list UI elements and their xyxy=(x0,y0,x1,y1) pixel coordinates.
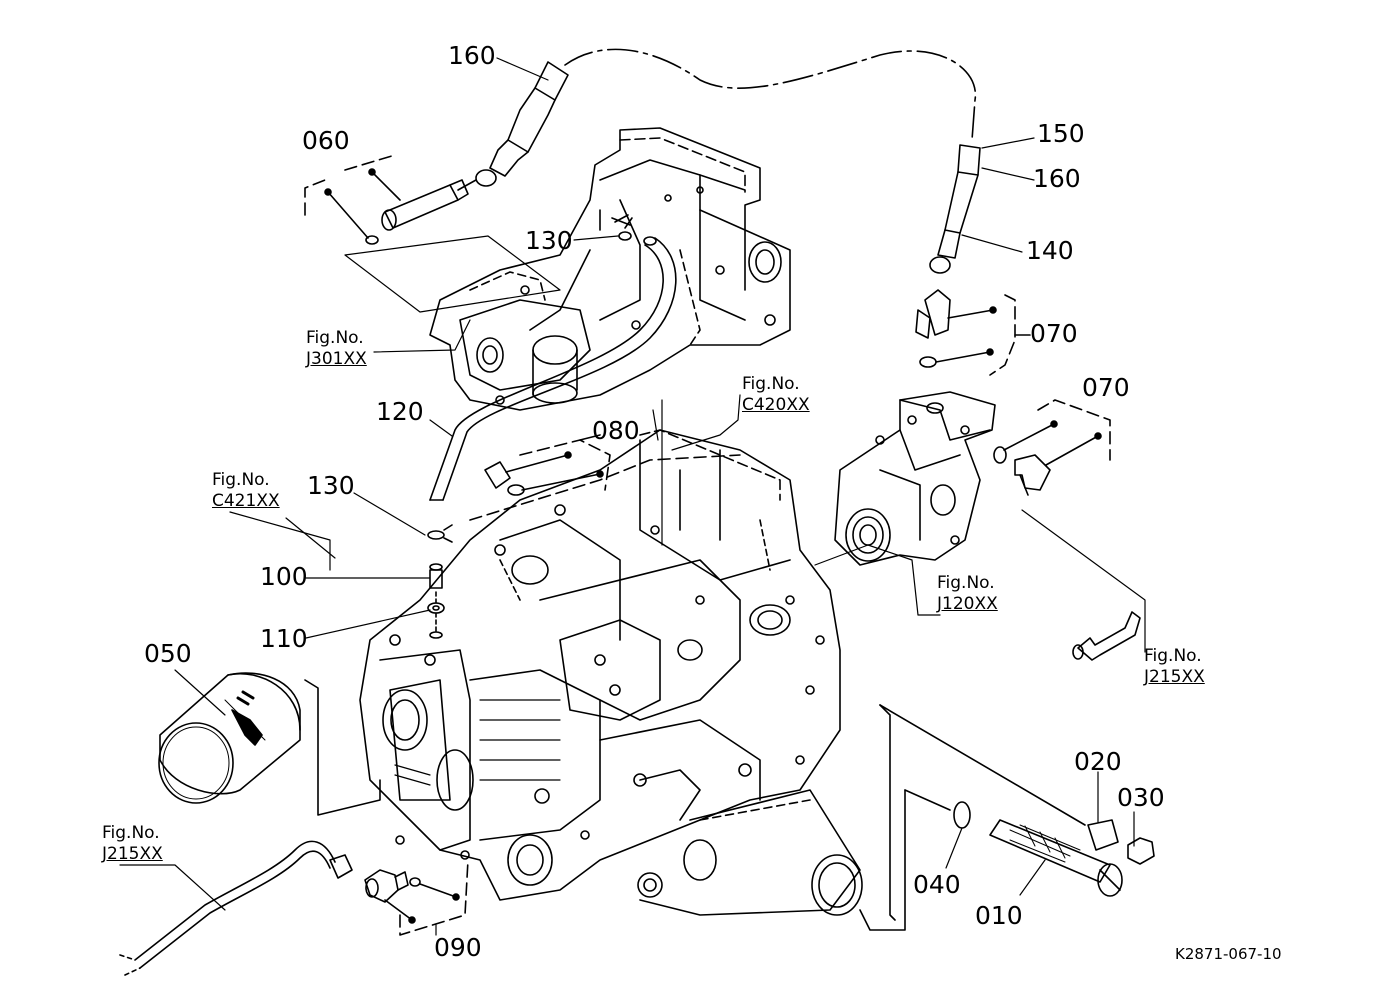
small-fittings xyxy=(427,214,633,639)
figref-prefix: Fig.No. xyxy=(306,328,364,348)
callout-030: 030 xyxy=(1117,783,1165,812)
figref-j215-right: Fig.No. J215XX xyxy=(1144,646,1205,689)
transmission-case-illustration xyxy=(359,429,863,916)
drain-090 xyxy=(364,859,469,936)
callout-080: 080 xyxy=(592,416,640,445)
callout-130-top: 130 xyxy=(525,226,573,255)
figref-c420: Fig.No. C420XX xyxy=(742,374,810,417)
figref-prefix: Fig.No. xyxy=(937,573,995,593)
callout-110: 110 xyxy=(260,624,308,653)
fitting-060 xyxy=(304,154,561,313)
oil-filter-050 xyxy=(158,672,381,816)
callout-060: 060 xyxy=(302,126,350,155)
figref-j301: Fig.No. J301XX xyxy=(306,328,367,371)
dipstick-010 xyxy=(859,704,1155,931)
figref-code: C421XX xyxy=(212,491,280,512)
callout-050: 050 xyxy=(144,639,192,668)
figref-j215-left: Fig.No. J215XX xyxy=(102,823,163,866)
figref-code: C420XX xyxy=(742,395,810,416)
figref-prefix: Fig.No. xyxy=(1144,646,1202,666)
figref-code: J120XX xyxy=(937,594,998,615)
callout-020: 020 xyxy=(1074,747,1122,776)
figref-prefix: Fig.No. xyxy=(742,374,800,394)
callout-090: 090 xyxy=(434,933,482,962)
figref-prefix: Fig.No. xyxy=(212,470,270,490)
callout-130-mid: 130 xyxy=(307,471,355,500)
figref-prefix: Fig.No. xyxy=(102,823,160,843)
leader-lines xyxy=(119,57,1146,936)
callout-010: 010 xyxy=(975,901,1023,930)
drawing-number: K2871-067-10 xyxy=(1175,945,1282,963)
figref-code: J215XX xyxy=(102,844,163,865)
adapter-fitting xyxy=(1072,611,1141,661)
fitting-070-top xyxy=(915,289,1031,376)
callout-160-right: 160 xyxy=(1033,164,1081,193)
figref-code: J215XX xyxy=(1144,667,1205,688)
callout-150: 150 xyxy=(1037,119,1085,148)
fitting-070-right xyxy=(993,399,1111,496)
figref-c421: Fig.No. C421XX xyxy=(212,470,280,513)
callout-100: 100 xyxy=(260,562,308,591)
callout-070-right: 070 xyxy=(1082,373,1130,402)
callout-040: 040 xyxy=(913,870,961,899)
oil-pipe-120 xyxy=(429,236,677,501)
figref-code: J301XX xyxy=(306,349,367,370)
figref-j120: Fig.No. J120XX xyxy=(937,573,998,616)
hydraulic-pump-illustration xyxy=(834,391,996,566)
plug-080 xyxy=(484,434,611,496)
callout-120: 120 xyxy=(376,397,424,426)
callout-140: 140 xyxy=(1026,236,1074,265)
lower-pipe xyxy=(119,840,353,976)
hose-assembly xyxy=(457,48,981,274)
callout-070-top: 070 xyxy=(1030,319,1078,348)
valve-housing-illustration xyxy=(429,127,791,411)
callout-160-top: 160 xyxy=(448,41,496,70)
